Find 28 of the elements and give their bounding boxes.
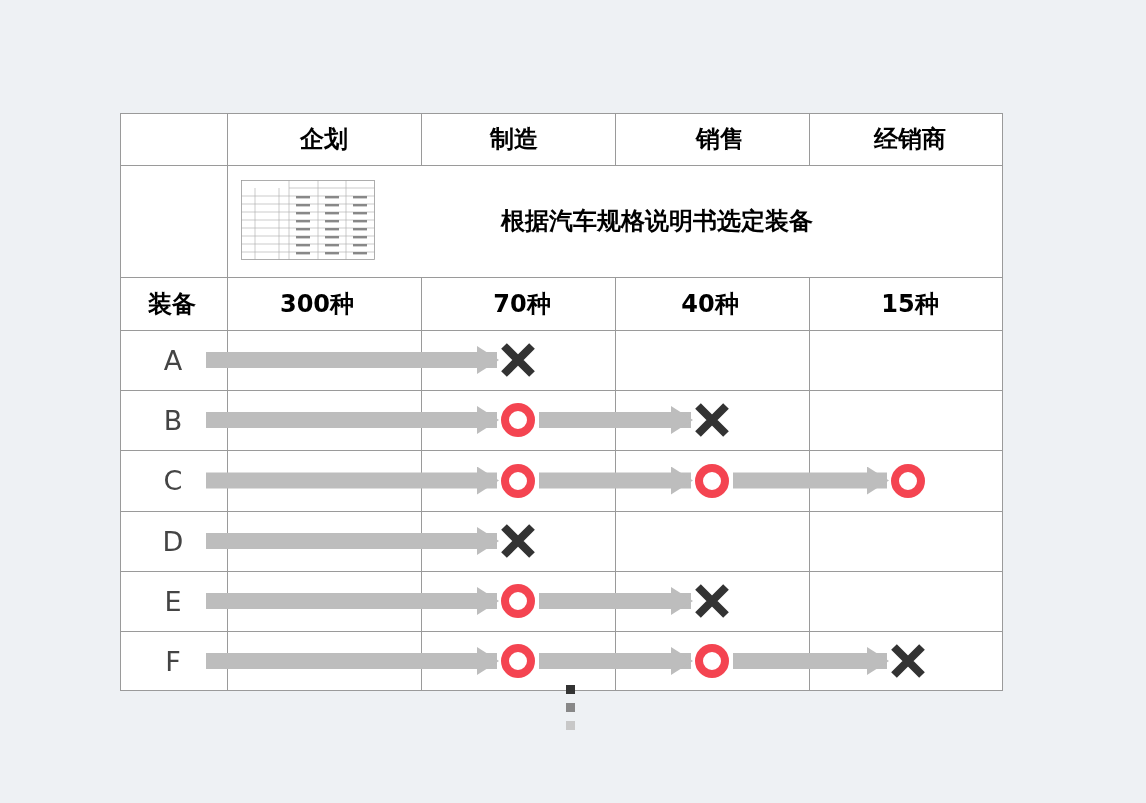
header-text: 企划 [300,127,348,151]
arrow [539,647,693,675]
header-text: 制造 [490,127,538,151]
row-label: A [163,346,183,374]
row-label: C [163,467,183,494]
arrow [733,466,889,495]
arrow [206,346,499,374]
arrow [539,406,693,434]
arrow [206,647,499,675]
row-label: F [165,647,181,675]
header-text: 销售 [696,127,744,151]
header-text: 装备 [148,292,196,316]
row-label: D [162,527,184,555]
header-text: 300种 [279,292,355,316]
arrow [206,466,499,495]
row-label: E [164,587,182,615]
arrow [539,466,693,495]
arrow [206,406,499,434]
header-text: 经销商 [874,127,946,151]
arrow [539,587,693,615]
row-label: B [163,406,183,434]
arrow [206,527,499,555]
arrow [733,647,889,675]
title-text: 根据汽车规格说明书选定装备 [501,209,813,233]
header-text: 40种 [681,292,739,316]
arrow [206,587,499,615]
header-text: 70种 [493,292,551,316]
header-text: 15种 [881,292,939,316]
